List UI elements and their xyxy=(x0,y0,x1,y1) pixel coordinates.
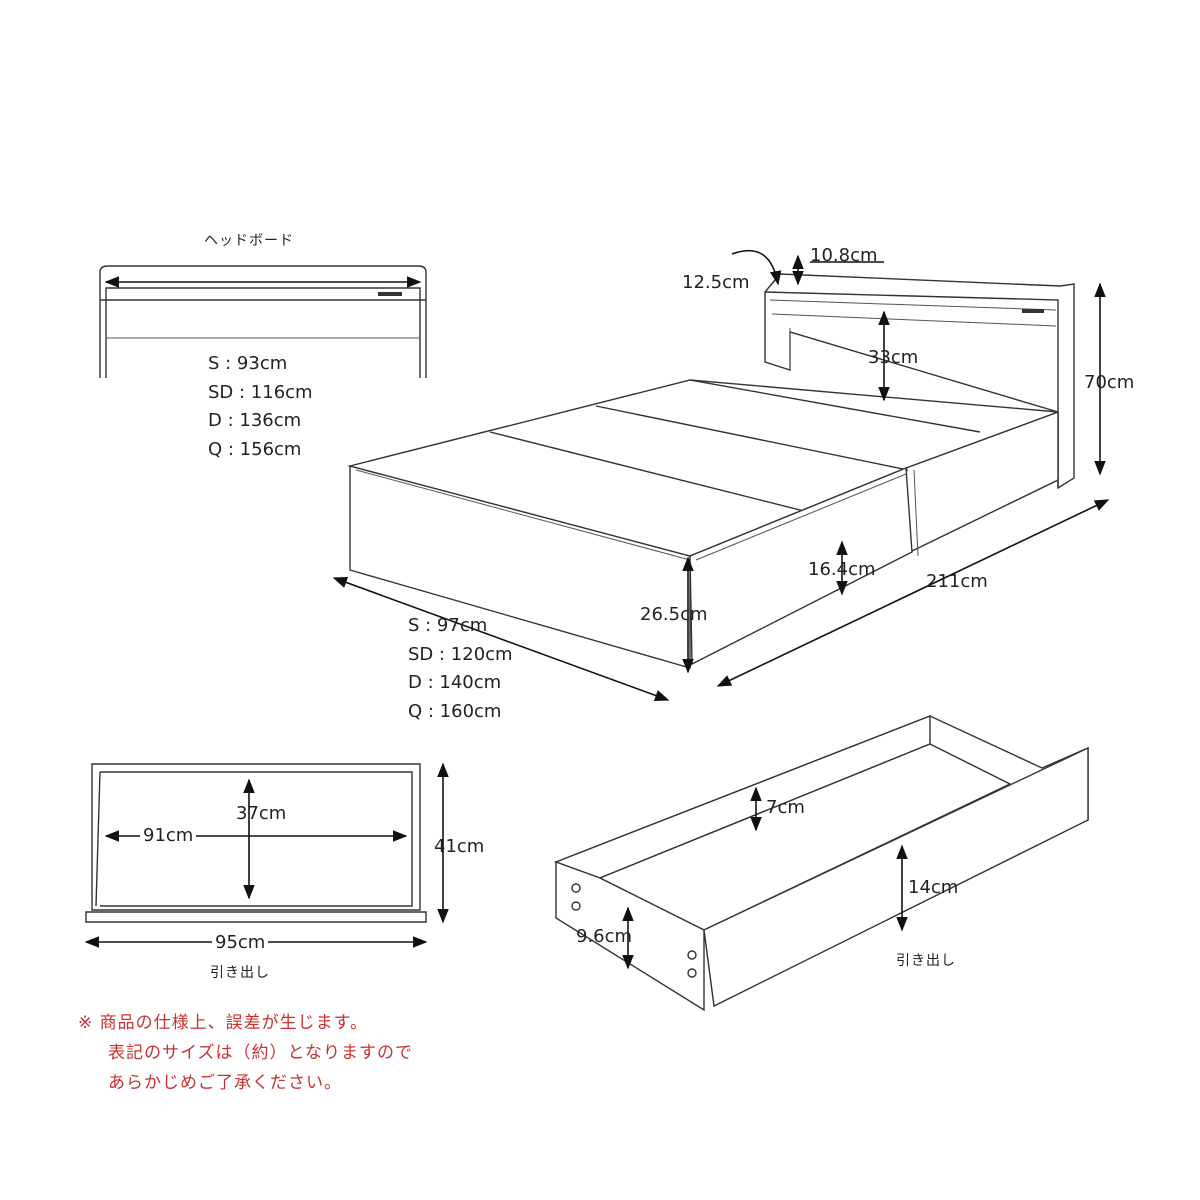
drawer-front-drawing xyxy=(84,762,449,948)
shelf-height-label: 33cm xyxy=(868,347,919,368)
bed-width-d: D : 140cm xyxy=(408,672,502,693)
drawer-inner-depth-label: 7cm xyxy=(766,797,805,818)
bed-width-s: S : 97cm xyxy=(408,615,488,636)
headboard-size-d: D : 136cm xyxy=(208,410,302,431)
frame-top-label: 16.4cm xyxy=(808,559,876,580)
disclaimer-note: ※ 商品の仕様上、誤差が生じます。 表記のサイズは（約）となりますので あらかじ… xyxy=(78,1008,413,1098)
shelf-depth-label: 12.5cm xyxy=(682,272,750,293)
drawer-3d-drawing xyxy=(554,714,1089,1012)
note-line-2: 表記のサイズは（約）となりますので xyxy=(108,1043,413,1063)
drawer-front-caption: 引き出し xyxy=(210,965,270,981)
headboard-size-s: S : 93cm xyxy=(208,353,288,374)
headboard-drawing xyxy=(99,265,427,378)
bed-drawing xyxy=(347,273,1075,669)
shelf-top-label: 10.8cm xyxy=(810,245,878,266)
drawer-side-height-label: 14cm xyxy=(908,877,959,898)
drawer-inner-height-label: 37cm xyxy=(236,803,287,824)
head-height-label: 70cm xyxy=(1084,372,1135,393)
drawer-outer-width-label: 95cm xyxy=(212,932,269,954)
headboard-size-q: Q : 156cm xyxy=(208,438,302,460)
frame-height-label: 26.5cm xyxy=(640,604,708,625)
drawer-inner-width-label: 91cm xyxy=(140,825,197,847)
bed-width-q: Q : 160cm xyxy=(408,700,502,722)
drawer-3d-caption: 引き出し xyxy=(896,953,956,969)
length-label: 211cm xyxy=(926,571,988,592)
headboard-size-list: S : 93cm SD : 116cm D : 136cm Q : 156cm xyxy=(208,350,313,464)
headboard-title: ヘッドボード xyxy=(204,233,294,249)
bed-width-list: S : 97cm SD : 120cm D : 140cm Q : 160cm xyxy=(408,612,513,726)
note-line-1: ※ 商品の仕様上、誤差が生じます。 xyxy=(78,1013,368,1033)
bed-dimension-arrows xyxy=(332,249,1110,701)
drawer-base-height-label: 9.6cm xyxy=(576,926,633,947)
note-line-3: あらかじめご了承ください。 xyxy=(108,1073,342,1093)
headboard-size-sd: SD : 116cm xyxy=(208,381,313,403)
bed-width-sd: SD : 120cm xyxy=(408,643,513,665)
drawer-outer-height-label: 41cm xyxy=(434,836,485,857)
